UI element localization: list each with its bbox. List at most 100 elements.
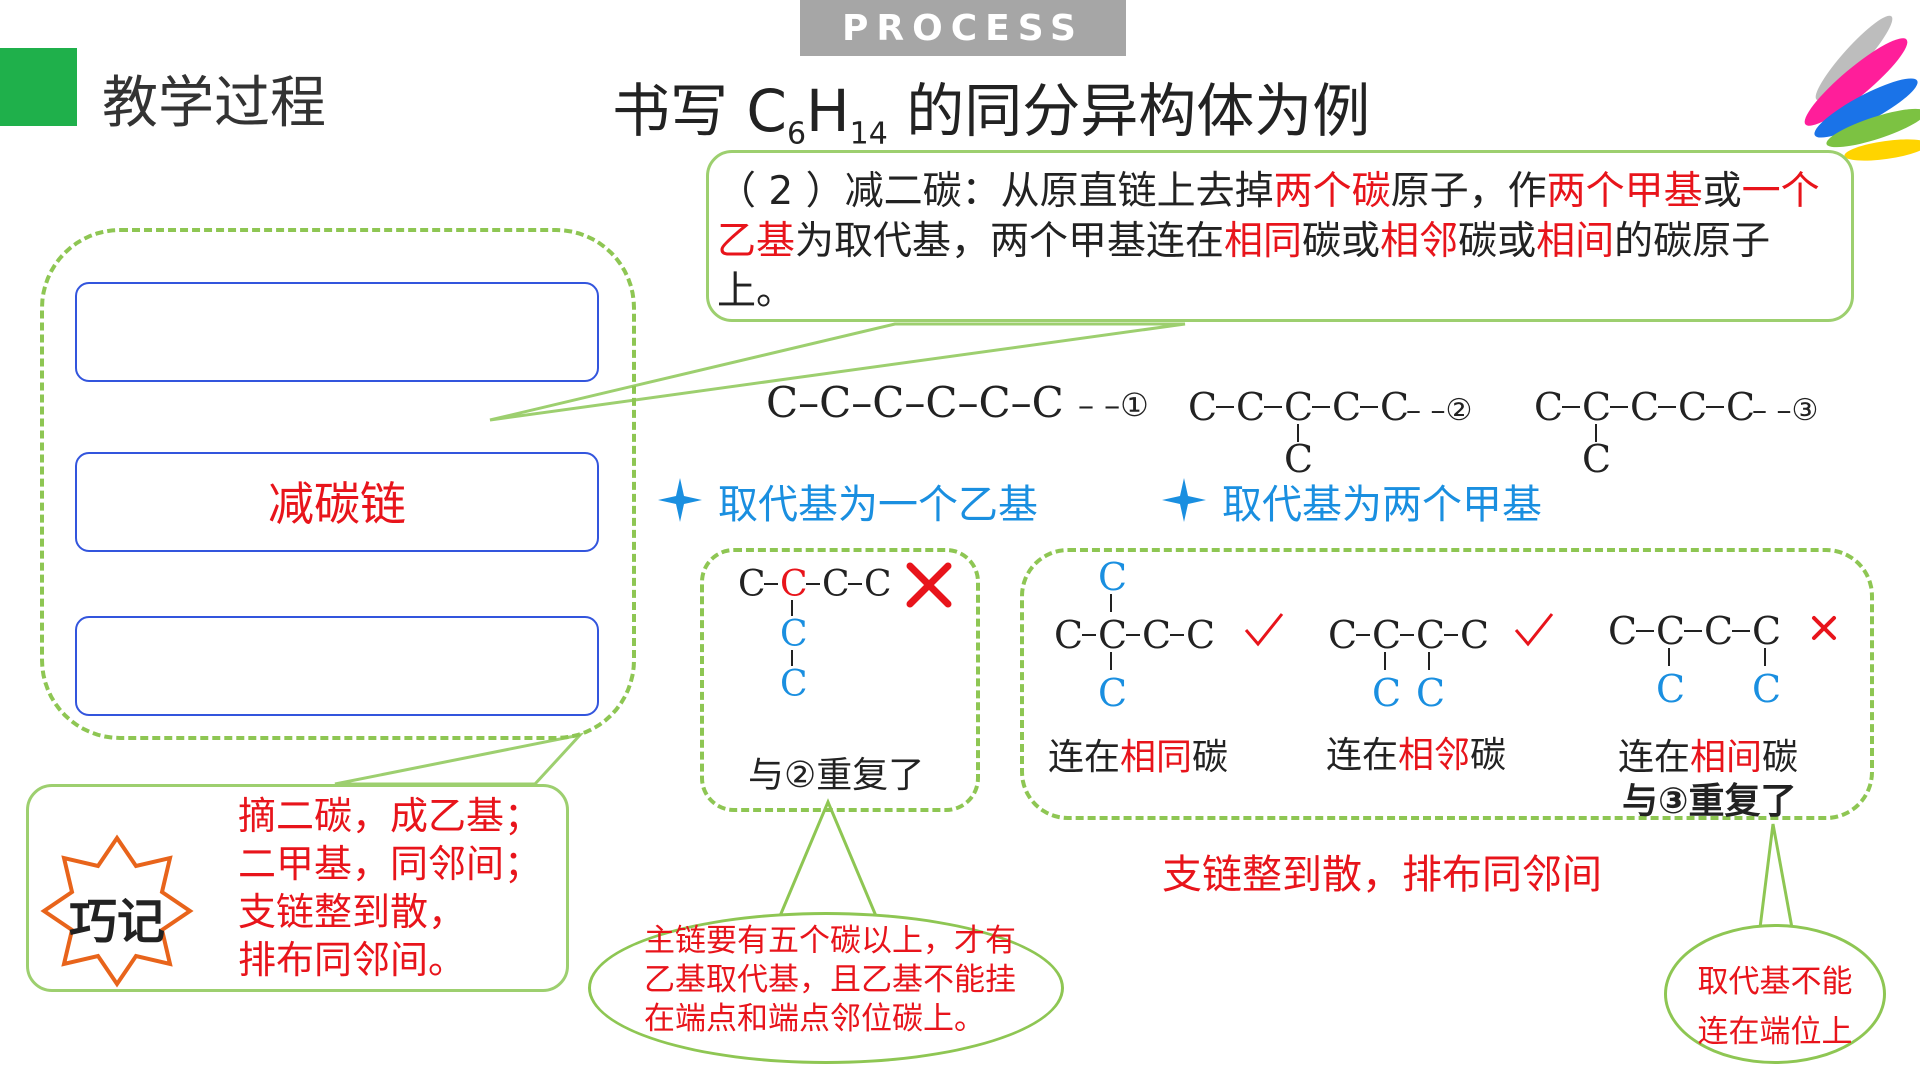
chain-structure-3: C C C C C C – –③ xyxy=(1534,385,1818,480)
tip-line: 排布同邻间。 xyxy=(238,938,467,982)
atom: C xyxy=(1054,613,1083,657)
atom: C xyxy=(780,614,808,655)
atom: C xyxy=(1332,385,1361,429)
rule-highlight: 一个乙基 xyxy=(717,169,1820,264)
ethyl-rule-text: 主链要有五个碳以上，才有 乙基取代基，且乙基不能挂 在端点和端点邻位碳上。 xyxy=(644,922,1016,1039)
atom: C xyxy=(1098,613,1127,657)
bubble-line: 主链要有五个碳以上，才有 xyxy=(644,923,1016,959)
main-chain: C–C–C–C–C–C xyxy=(766,378,1064,427)
atom: C xyxy=(1726,385,1755,429)
step-box-3 xyxy=(75,616,599,716)
atom: C xyxy=(1704,609,1733,653)
tip-text: 摘二碳，成乙基； 二甲基，同邻间； 支链整到散， 排布同邻间。 xyxy=(238,792,542,984)
atom: C xyxy=(1236,385,1265,429)
rule-highlight: 两个碳 xyxy=(1273,169,1391,214)
tip-line: 二甲基，同邻间； xyxy=(238,842,543,886)
sparkle-icon xyxy=(658,478,702,522)
bubble-line: 乙基取代基，且乙基不能挂 xyxy=(644,962,1016,998)
title-prefix: 书写 C xyxy=(612,77,787,145)
chain-marker-1: – –① xyxy=(1078,386,1149,424)
atom: C xyxy=(1630,385,1659,429)
atom: C xyxy=(1284,437,1313,480)
step-box-2: 减碳链 xyxy=(75,452,599,552)
ethyl-rule-bubble xyxy=(588,912,1064,1064)
check-icon xyxy=(1514,613,1554,647)
summary-text: 支链整到散，排布同邻间 xyxy=(1162,852,1602,898)
tip-badge-label: 巧记 xyxy=(68,894,165,950)
section-title: 教学过程 xyxy=(102,71,326,136)
atom: C xyxy=(1656,667,1685,711)
atom: C xyxy=(1582,385,1611,429)
end-rule-text: 取代基不能 连在端位上 xyxy=(1668,957,1882,1057)
title-subscript-1: 6 xyxy=(786,116,807,152)
atom: C xyxy=(1186,613,1215,657)
atom: C xyxy=(822,564,850,605)
ethyl-example-box xyxy=(700,548,980,812)
rule-text: 碳或 xyxy=(1302,219,1381,264)
page-title: 书写 C6H14 的同分异构体为例 xyxy=(612,64,1370,152)
tip-line: 摘二碳，成乙基； xyxy=(238,794,543,838)
rule-highlight: 相间 xyxy=(1536,219,1615,264)
methyl-example-box xyxy=(1020,548,1874,820)
check-icon xyxy=(1244,613,1284,647)
ethyl-duplicate-note: 与②重复了 xyxy=(748,755,925,796)
atom: C xyxy=(1678,385,1707,429)
steps-container xyxy=(40,228,636,740)
atom: C xyxy=(1372,613,1401,657)
bubble-line: 取代基不能 xyxy=(1697,964,1853,1000)
cross-icon xyxy=(906,562,952,608)
methyl-adjacent-structure: C C C C C C xyxy=(1328,613,1554,715)
chain-structure-2: C C C C C C – –② xyxy=(1188,385,1472,480)
atom: C xyxy=(1416,613,1445,657)
brand-logo-icon xyxy=(1804,15,1920,161)
label-highlight: 相同 xyxy=(1120,737,1193,778)
atom: C xyxy=(1142,613,1171,657)
tip-line: 支链整到散， xyxy=(238,890,467,934)
atom: C xyxy=(1608,609,1637,653)
end-rule-bubble xyxy=(1664,924,1886,1064)
rule-text: 或 xyxy=(1702,169,1742,214)
title-subscript-2: 14 xyxy=(849,116,888,152)
bubble-line: 在端点和端点邻位碳上。 xyxy=(644,1001,985,1037)
label-text: 碳 xyxy=(1470,735,1507,776)
sparkle-icon xyxy=(1162,478,1206,522)
rule-text: 为取代基，两个甲基连在 xyxy=(795,219,1225,264)
atom: C xyxy=(1752,667,1781,711)
rule-text: （ 2 ）减二碳：从原直链上去掉 xyxy=(717,169,1274,214)
process-tab: PROCESS xyxy=(800,0,1126,56)
atom: C xyxy=(1098,555,1127,599)
atom: C xyxy=(864,564,892,605)
atom: C xyxy=(1582,437,1611,480)
atom: C xyxy=(1752,609,1781,653)
cross-icon xyxy=(1812,616,1836,640)
rule-text: 的碳原子上。 xyxy=(717,219,1771,314)
atom: C xyxy=(1284,385,1313,429)
chain-marker-2: – –② xyxy=(1406,393,1472,428)
label-text: 连在 xyxy=(1048,737,1121,778)
title-suffix: 的同分异构体为例 xyxy=(887,77,1371,145)
methyl-alternate-structure: C C C C C C xyxy=(1608,609,1836,711)
atom: C xyxy=(780,664,808,705)
label-text: 碳 xyxy=(1192,737,1229,778)
atom: C xyxy=(1380,385,1409,429)
rule-highlight: 两个甲基 xyxy=(1546,169,1703,214)
section-marker xyxy=(0,48,77,126)
methyl-same-structure: C C C C C C xyxy=(1054,555,1284,715)
rule-callout: （ 2 ）减二碳：从原直链上去掉两个碳原子，作两个甲基或一个乙基为取代基，两个甲… xyxy=(706,150,1854,322)
methyl-same-label: 连在相同碳 xyxy=(1048,728,1228,780)
ethyl-subtitle: 取代基为一个乙基 xyxy=(718,482,1038,528)
rule-text: 原子，作 xyxy=(1390,169,1547,214)
chain-marker-3: – –③ xyxy=(1752,393,1818,428)
atom: C xyxy=(1416,671,1445,715)
methyl-duplicate-note: 与③重复了 xyxy=(1622,781,1797,822)
step-box-1 xyxy=(75,282,599,382)
atom: C xyxy=(1460,613,1489,657)
rule-text: 碳或 xyxy=(1458,219,1537,264)
atom: C xyxy=(1372,671,1401,715)
atom: C xyxy=(1188,385,1217,429)
label-text: 连在 xyxy=(1618,737,1691,778)
label-highlight: 相间 xyxy=(1690,737,1763,778)
ethyl-structure: C C C C C C xyxy=(738,562,952,705)
title-mid: H xyxy=(806,77,850,145)
atom: C xyxy=(1534,385,1563,429)
